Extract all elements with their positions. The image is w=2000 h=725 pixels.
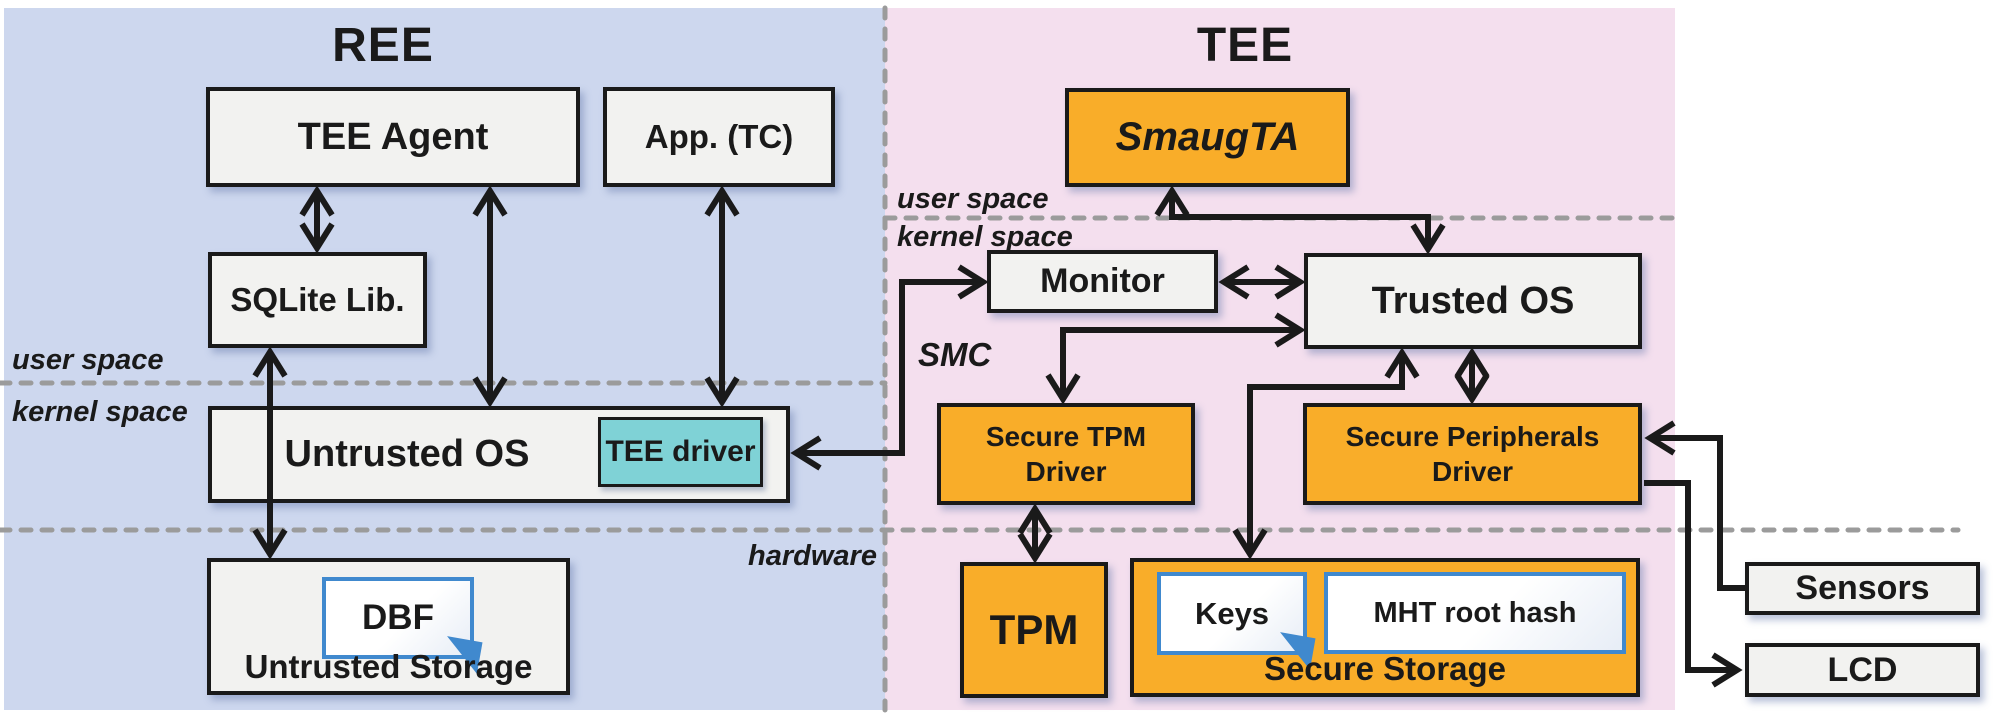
arrow-smaugta-trusted-os (1154, 185, 1446, 255)
ree-kernel-space-label: kernel space (12, 396, 188, 428)
dbf-file-label: DBF (362, 598, 434, 637)
ree-title: REE (332, 19, 434, 72)
tee-agent-box: TEE Agent (206, 87, 580, 187)
arrow-sensors-secure-peripherals-driver (1644, 420, 1745, 591)
smc-label: SMC (918, 336, 992, 373)
untrusted-storage-box: DBF Untrusted Storage (207, 558, 570, 695)
sensors-box: Sensors (1745, 562, 1980, 615)
tee-driver-box: TEE driver (598, 417, 763, 487)
tee-user-space-label: user space (897, 183, 1049, 215)
lcd-box: LCD (1745, 643, 1980, 697)
tpm-box: TPM (960, 562, 1108, 698)
secure-storage-box: Keys MHT root hash Secure Storage (1130, 558, 1640, 697)
app-tc-box: App. (TC) (603, 87, 835, 187)
secure-storage-label: Secure Storage (1263, 650, 1507, 687)
untrusted-storage-label: Untrusted Storage (244, 648, 533, 685)
hardware-label: hardware (748, 540, 877, 572)
secure-tpm-driver-label: Secure TPM Driver (985, 421, 1147, 487)
smaug-ta-box: SmaugTA (1065, 88, 1350, 187)
tee-kernel-space-label: kernel space (897, 221, 1073, 253)
arrow-smc-tee-driver-monitor (790, 264, 989, 471)
mht-root-hash-file-icon: MHT root hash (1324, 572, 1626, 654)
tee-title: TEE (1196, 19, 1294, 72)
arrow-trusted-os-secure-tpm-driver (1045, 312, 1306, 405)
trusted-os-box: Trusted OS (1304, 253, 1642, 349)
sqlite-lib-box: SQLite Lib. (208, 252, 427, 348)
keys-file-label: Keys (1194, 595, 1270, 631)
mht-root-hash-file-label: MHT root hash (1373, 596, 1577, 629)
dbf-file-icon: DBF (322, 577, 483, 674)
arrow-trusted-os-secure-storage (1232, 347, 1420, 560)
untrusted-os-label: Untrusted OS (284, 433, 530, 475)
arrow-secure-peripherals-driver-lcd (1644, 480, 1743, 688)
monitor-box: Monitor (987, 250, 1218, 313)
ree-user-space-label: user space (12, 344, 164, 376)
keys-file-icon: Keys (1157, 572, 1316, 670)
